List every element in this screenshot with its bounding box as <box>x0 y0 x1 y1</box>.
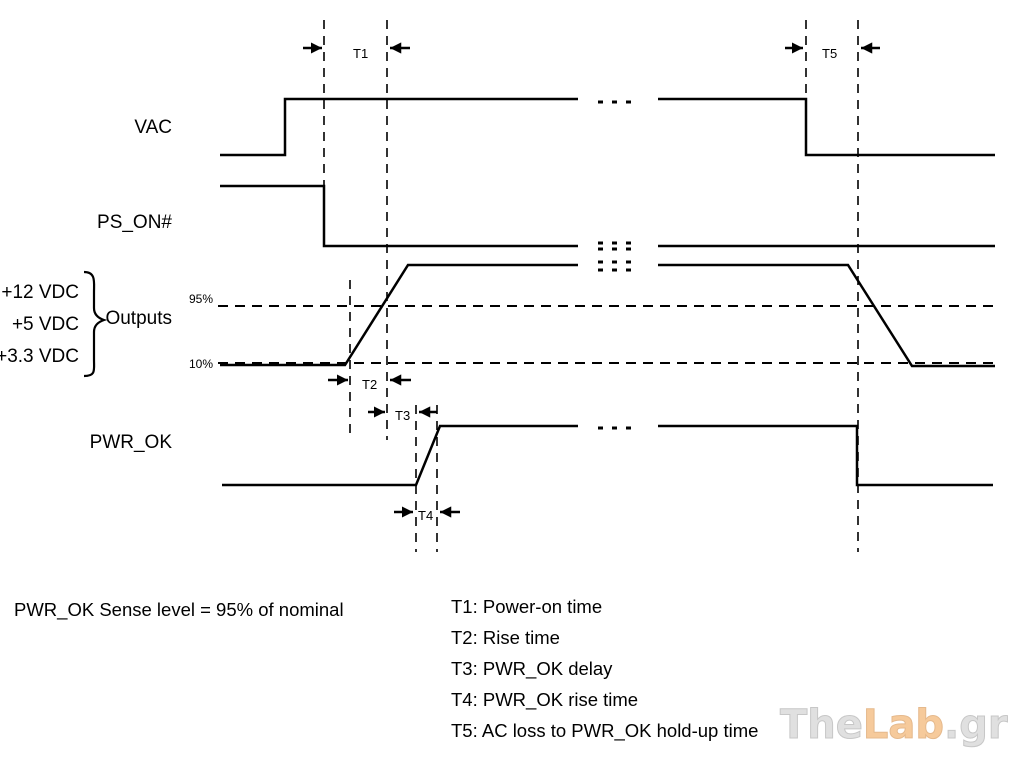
level-95-label: 95% <box>189 292 213 306</box>
legend-item: T3: PWR_OK delay <box>451 658 613 680</box>
timing-legend: T1: Power-on time T2: Rise time T3: PWR_… <box>451 596 758 742</box>
legend-item: T5: AC loss to PWR_OK hold-up time <box>451 720 758 742</box>
t2-label: T2 <box>362 377 377 392</box>
rail-5v-label: +5 VDC <box>12 314 79 335</box>
legend-item: T2: Rise time <box>451 627 560 648</box>
legend-item: T4: PWR_OK rise time <box>451 689 638 711</box>
timing-arrows <box>303 42 880 518</box>
pwr-ok-label: PWR_OK <box>90 432 173 453</box>
sense-level-note: PWR_OK Sense level = 95% of nominal <box>14 599 344 621</box>
vac-label: VAC <box>134 117 172 138</box>
timing-reference-lines <box>323 20 859 552</box>
thelab-logo: TheLab.gr <box>780 702 1009 749</box>
legend-item: T1: Power-on time <box>451 596 602 617</box>
t3-label: T3 <box>395 408 410 423</box>
outputs-label: Outputs <box>105 308 172 329</box>
t1-label: T1 <box>353 46 368 61</box>
pwr-ok-waveform <box>222 424 993 487</box>
rails-brace <box>83 270 108 378</box>
rail-12v-label: +12 VDC <box>1 282 79 303</box>
level-10-label: 10% <box>189 357 213 371</box>
vac-waveform <box>220 97 995 157</box>
t4-label: T4 <box>418 508 433 523</box>
t5-label: T5 <box>822 46 837 61</box>
outputs-waveform <box>220 260 995 368</box>
rail-3v3-label: +3.3 VDC <box>0 346 79 367</box>
ps-on-waveform <box>220 184 995 251</box>
ps-on-label: PS_ON# <box>97 212 172 233</box>
svg-text:TheLab.gr: TheLab.gr <box>780 702 1008 748</box>
